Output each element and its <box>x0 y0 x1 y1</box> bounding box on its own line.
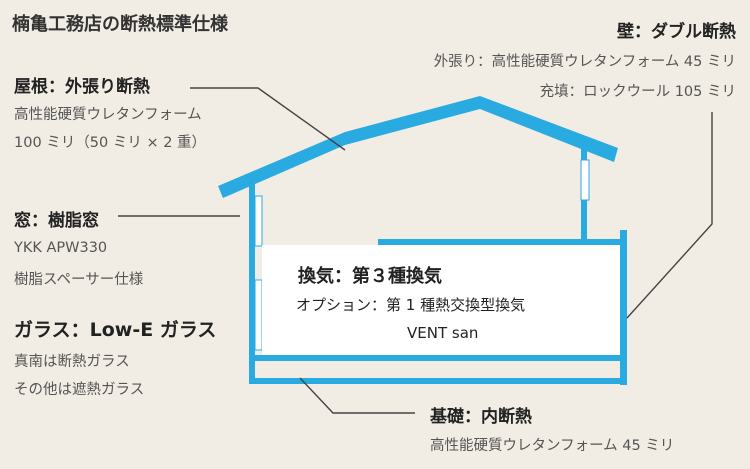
foundation-line1: 高性能硬質ウレタンフォーム 45 ミリ <box>430 438 675 454</box>
left-upper-window <box>254 195 263 247</box>
window-heading: 窓：樹脂窓 <box>14 211 99 231</box>
page-title: 楠亀工務店の断熱標準仕様 <box>12 14 228 35</box>
foundation-leader <box>299 377 415 414</box>
window-line2: 樹脂スペーサー仕様 <box>14 272 144 288</box>
interior <box>262 245 620 355</box>
foundation-heading: 基礎：内断熱 <box>430 407 532 427</box>
lower-left-wall-insulation <box>249 272 255 384</box>
roof-leader <box>190 87 346 151</box>
lower-left-window <box>254 279 263 351</box>
wall-line1: 外張り：高性能硬質ウレタンフォーム 45 ミリ <box>433 54 736 70</box>
window-line1: YKK APW330 <box>14 240 108 256</box>
ventilation-line2: VENT san <box>407 324 479 342</box>
glass-heading: ガラス：Low-E ガラス <box>14 319 217 341</box>
left-upper-wall-insulation <box>249 182 255 272</box>
foundation-right <box>620 361 627 378</box>
roof-line2: 100 ミリ（50 ミリ × 2 重） <box>14 135 207 151</box>
lower-right-wall-insulation <box>620 230 627 385</box>
roof-line1: 高性能硬質ウレタンフォーム <box>14 107 202 123</box>
roof-heading: 屋根：外張り断熱 <box>14 77 150 97</box>
wall-line2: 充填：ロックウール 105 ミリ <box>539 84 736 100</box>
ventilation-heading: 換気：第３種換気 <box>298 266 442 287</box>
glass-line1: 真南は断熱ガラス <box>14 354 130 370</box>
wall-leader <box>626 112 713 319</box>
roof-insulation <box>218 96 618 198</box>
foundation-insulation <box>249 378 627 384</box>
glass-line2: その他は遮熱ガラス <box>14 382 145 398</box>
right-upper-window <box>580 159 590 201</box>
lower-ceiling-insulation <box>378 239 627 245</box>
foundation-left <box>249 361 255 378</box>
wall-heading: 壁：ダブル断熱 <box>617 22 736 42</box>
floor-insulation <box>249 355 627 361</box>
ventilation-line1: オプション：第 1 種熱交換型換気 <box>296 296 526 314</box>
